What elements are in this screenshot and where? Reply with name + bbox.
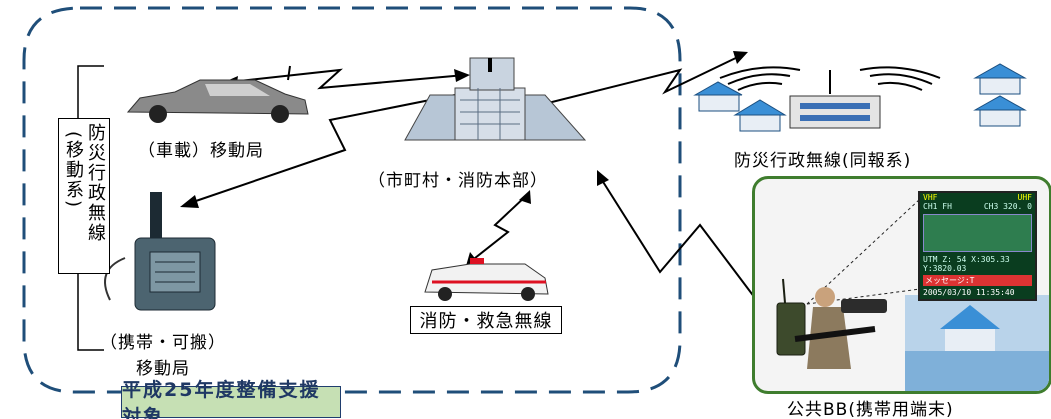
hq-label: （市町村・消防本部） xyxy=(368,171,548,191)
building-icon xyxy=(404,57,587,141)
link-hq-broadcast xyxy=(519,54,743,111)
public-bb-illustration xyxy=(776,198,1049,391)
mobile-system-label-line2: (移動系) xyxy=(63,131,84,210)
screen-uhf: UHF xyxy=(1017,193,1032,202)
target-area-dashed-border xyxy=(22,6,682,394)
arrowhead-broadcast xyxy=(733,51,748,64)
arrowhead-hq-down xyxy=(519,190,531,204)
terminal-screen: VHF UHF CH1 FH CH3 320. 0 UTM Z: 54 X:30… xyxy=(918,191,1037,301)
ambulance-icon xyxy=(424,258,549,301)
link-bb-hq xyxy=(599,176,756,299)
screen-ch3: CH3 320. 0 xyxy=(983,202,1032,211)
screen-message: メッセージ:T xyxy=(923,275,1032,286)
portable-station-label-line2: 移動局 xyxy=(136,359,190,379)
public-bb-label: 公共BB(携帯用端末) xyxy=(787,400,954,419)
car-icon xyxy=(126,65,309,123)
vehicle-station-label: （車載）移動局 xyxy=(138,141,264,161)
mobile-system-label-box: 防災行政無線 (移動系) xyxy=(58,118,110,274)
screen-coords: UTM Z: 54 X:305.33 Y:3820.03 xyxy=(923,255,1010,273)
arrowhead-hq-right xyxy=(597,170,609,186)
arrowhead-hq-left xyxy=(454,69,470,82)
flooded-house-icon xyxy=(905,295,1049,391)
broadcast-waves-icon xyxy=(719,66,941,94)
screen-vhf: VHF xyxy=(923,193,938,202)
broadcast-system-label: 防災行政無線(同報系) xyxy=(734,151,912,171)
portable-radio-icon xyxy=(104,192,216,311)
arrowhead-portable xyxy=(180,195,199,208)
fire-rescue-radio-label: 消防・救急無線 xyxy=(410,306,562,334)
screen-datetime: 2005/03/10 11:35:40 xyxy=(923,288,1015,297)
soldier-icon xyxy=(776,278,887,369)
target-banner: 平成25年度整備支援対象 xyxy=(121,379,341,419)
portable-station-label-line1: （携帯・可搬） xyxy=(100,333,226,353)
mobile-system-label-line1: 防災行政無線 xyxy=(85,123,106,243)
link-car-hq xyxy=(229,68,466,90)
link-hq-ambulance xyxy=(469,194,528,263)
house-icon xyxy=(693,63,1027,132)
link-hq-portable xyxy=(189,89,481,204)
government-building-icon xyxy=(789,95,881,129)
public-bb-panel: VHF UHF CH1 FH CH3 320. 0 UTM Z: 54 X:30… xyxy=(752,176,1051,394)
screen-ch1: CH1 FH xyxy=(923,202,952,211)
